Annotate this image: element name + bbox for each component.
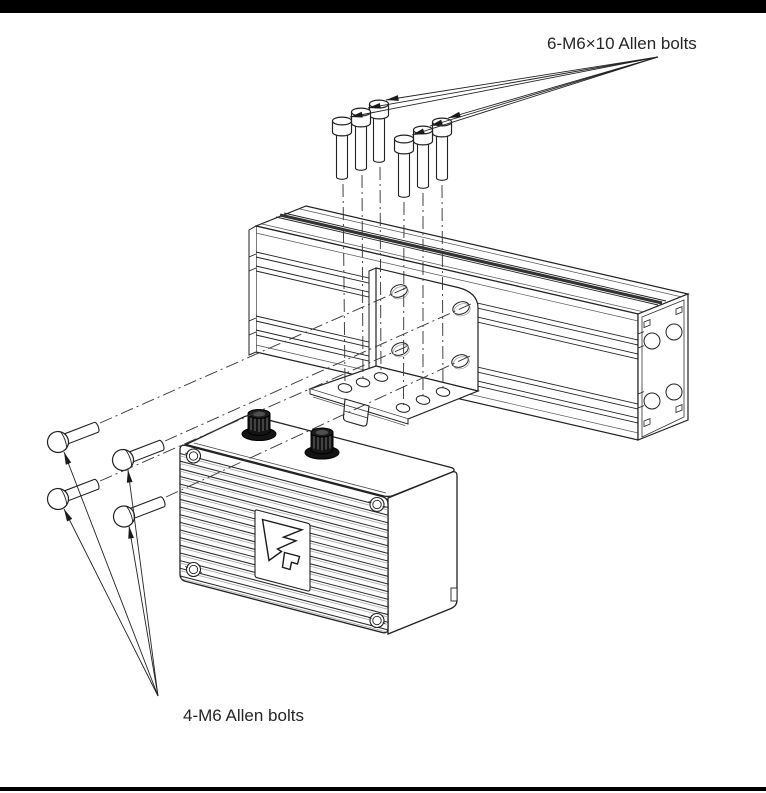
- leader-lines-bottom: [63, 451, 159, 697]
- leader-lines-top: [349, 56, 659, 136]
- callout-top-bolts: 6-M6×10 Allen bolts: [547, 34, 697, 53]
- top-black-bar: [0, 0, 766, 13]
- allen-bolt-m6x10: [350, 107, 372, 171]
- bottom-rule: [0, 787, 766, 791]
- allen-bolt-m6: [109, 490, 169, 531]
- arrowhead: [61, 507, 73, 522]
- callout-side-bolts: 4-M6 Allen bolts: [183, 706, 304, 725]
- m6-allen-bolts: [43, 416, 169, 531]
- control-box: [179, 409, 458, 635]
- allen-bolt-m6x10: [368, 99, 390, 163]
- center-lines: [99, 166, 472, 498]
- m6x10-allen-bolts: [331, 99, 453, 198]
- arrowhead: [125, 469, 133, 483]
- allen-bolt-m6x10: [393, 134, 415, 198]
- arrowhead: [61, 450, 72, 465]
- lid-seam: [193, 442, 387, 494]
- allen-bolt-m6: [108, 434, 168, 475]
- allen-bolt-m6: [43, 416, 103, 457]
- allen-bolt-m6x10: [331, 116, 353, 180]
- allen-bolt-m6x10: [412, 125, 434, 189]
- logo-panel: [254, 509, 311, 592]
- allen-bolt-m6: [43, 473, 103, 514]
- logo-mark: [261, 518, 305, 571]
- extrusion-end-profile: [637, 293, 689, 441]
- side-tab: [450, 587, 458, 602]
- arrowhead: [126, 525, 134, 539]
